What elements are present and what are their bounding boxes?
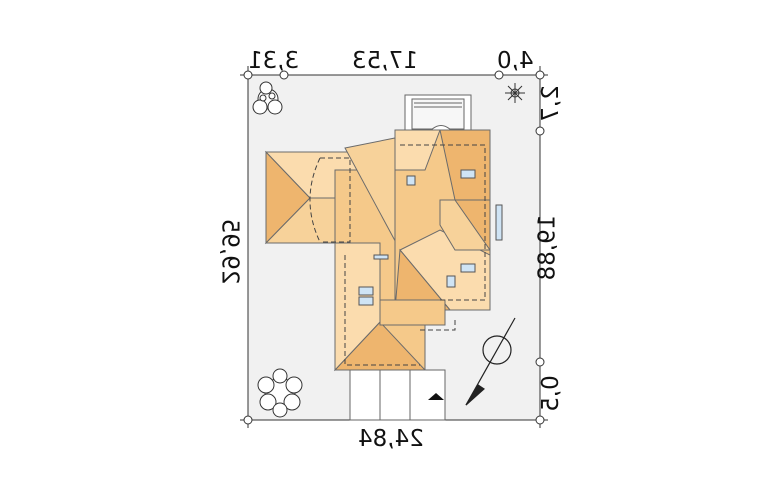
wall-outline — [309, 144, 486, 366]
driveway — [349, 369, 446, 421]
skylights — [358, 169, 503, 306]
tree-top-right — [505, 83, 525, 103]
dim-top-right: 4,0 — [497, 48, 534, 74]
entrance-arrow — [428, 393, 444, 400]
north-arrow — [465, 317, 516, 406]
dim-right-top: 2,7 — [537, 85, 564, 122]
dim-bottom: 24,84 — [358, 426, 424, 452]
tree-top-left — [252, 81, 283, 115]
dim-top-left: 3,31 — [248, 48, 300, 74]
tree-bottom-left — [257, 368, 303, 418]
dimension-lines — [240, 66, 548, 428]
dim-right-bottom: 0,5 — [537, 375, 564, 412]
dim-left: 29,95 — [216, 218, 243, 285]
dim-top-middle: 17,53 — [352, 48, 418, 74]
terrace — [404, 94, 472, 136]
dim-right-middle: 19,88 — [534, 214, 561, 281]
